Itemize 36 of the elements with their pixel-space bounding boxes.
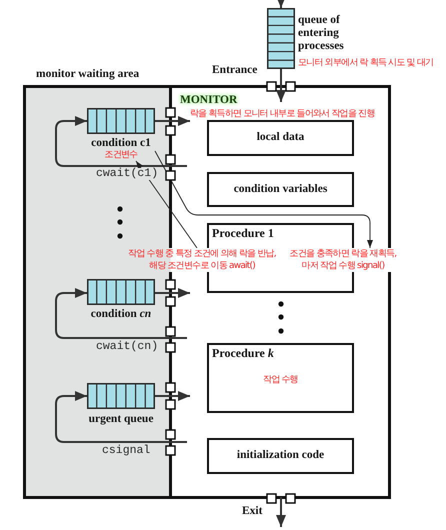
arrow: [55, 116, 187, 167]
arrow: [55, 391, 187, 443]
section-box: [207, 120, 354, 156]
section-label: initialization code: [236, 449, 324, 462]
section-box: [207, 438, 354, 474]
edge-label: cwait(cn): [96, 341, 158, 353]
arrow: [155, 288, 190, 298]
queue-label: urgent queue: [88, 413, 154, 426]
annotation: 작업 수행: [263, 374, 298, 386]
arrow: [154, 150, 373, 248]
annotation: 조건을 충족하면 락을 재획득, 마저 작업 수행 signal(): [288, 248, 398, 272]
arrow: [155, 116, 190, 126]
annotation: 락을 획득하면 모니터 내부로 들어와서 작업을 진행: [190, 108, 375, 120]
area-heading: monitor waiting area: [36, 68, 140, 81]
edge-label: Exit: [242, 505, 262, 518]
arrow: [155, 391, 190, 401]
arrow: [55, 288, 187, 339]
annotation: 모니터 외부에서 락 획득 시도 및 대기: [298, 57, 434, 69]
arrow: [276, 69, 286, 102]
section-box: [207, 172, 354, 207]
queue-label: queue of entering processes: [298, 14, 345, 53]
arrow: [276, 497, 286, 527]
procedure-title: Procedure 1: [212, 227, 274, 240]
edge-label: Entrance: [212, 64, 258, 77]
queue-label: condition cn: [90, 308, 152, 321]
edge-label: cwait(c1): [96, 168, 158, 180]
monitor-title: MONITOR: [180, 94, 238, 107]
arrow: [276, 0, 286, 8]
section-label: local data: [256, 131, 304, 144]
edge-label: csignal: [102, 445, 150, 457]
annotation: 조건변수: [104, 149, 138, 161]
procedure-title: Procedure k: [212, 347, 274, 360]
procedure-box: [207, 343, 354, 413]
section-label: condition variables: [234, 183, 328, 196]
annotation: 작업 수행 중 특정 조건에 의해 락을 반납, 해당 조건변수로 이동 await(): [127, 248, 277, 272]
queue-label: condition c1: [91, 137, 151, 150]
